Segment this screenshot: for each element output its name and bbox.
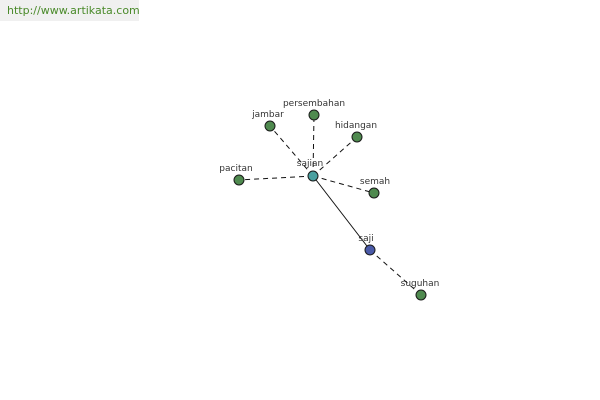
edge-sajian-semah bbox=[312, 175, 375, 194]
edge-sajian-hidangan bbox=[312, 136, 358, 177]
node-saji-label: saji bbox=[358, 234, 373, 244]
edge-sajian-saji bbox=[312, 175, 371, 251]
node-jambar-label: jambar bbox=[251, 110, 284, 120]
node-sajian[interactable]: sajian bbox=[297, 159, 323, 182]
node-sajian-dot[interactable] bbox=[307, 170, 319, 182]
edge-sajian-persembahan bbox=[312, 114, 315, 177]
node-suguhan-dot[interactable] bbox=[415, 289, 427, 301]
node-jambar-dot[interactable] bbox=[264, 120, 276, 132]
node-suguhan-label: suguhan bbox=[401, 279, 440, 289]
node-hidangan[interactable]: hidangan bbox=[335, 121, 377, 143]
node-jambar[interactable]: jambar bbox=[251, 110, 284, 132]
node-semah[interactable]: semah bbox=[360, 177, 390, 199]
node-hidangan-dot[interactable] bbox=[351, 131, 363, 143]
node-saji[interactable]: saji bbox=[358, 234, 376, 256]
watermark-link[interactable]: http://www.artikata.com bbox=[0, 0, 140, 21]
node-persembahan-dot[interactable] bbox=[308, 109, 320, 121]
edge-sajian-pacitan bbox=[238, 175, 314, 181]
node-persembahan-label: persembahan bbox=[283, 99, 345, 109]
node-semah-dot[interactable] bbox=[368, 187, 380, 199]
node-semah-label: semah bbox=[360, 177, 390, 187]
node-persembahan[interactable]: persembahan bbox=[283, 99, 345, 121]
node-pacitan[interactable]: pacitan bbox=[219, 164, 253, 186]
graph-edges bbox=[238, 114, 422, 296]
node-saji-dot[interactable] bbox=[364, 244, 376, 256]
node-pacitan-dot[interactable] bbox=[233, 174, 245, 186]
edge-sajian-jambar bbox=[269, 125, 314, 177]
edge-saji-suguhan bbox=[369, 249, 422, 296]
node-pacitan-label: pacitan bbox=[219, 164, 252, 174]
node-hidangan-label: hidangan bbox=[335, 121, 377, 131]
node-suguhan[interactable]: suguhan bbox=[401, 279, 440, 301]
node-sajian-label: sajian bbox=[297, 159, 323, 169]
